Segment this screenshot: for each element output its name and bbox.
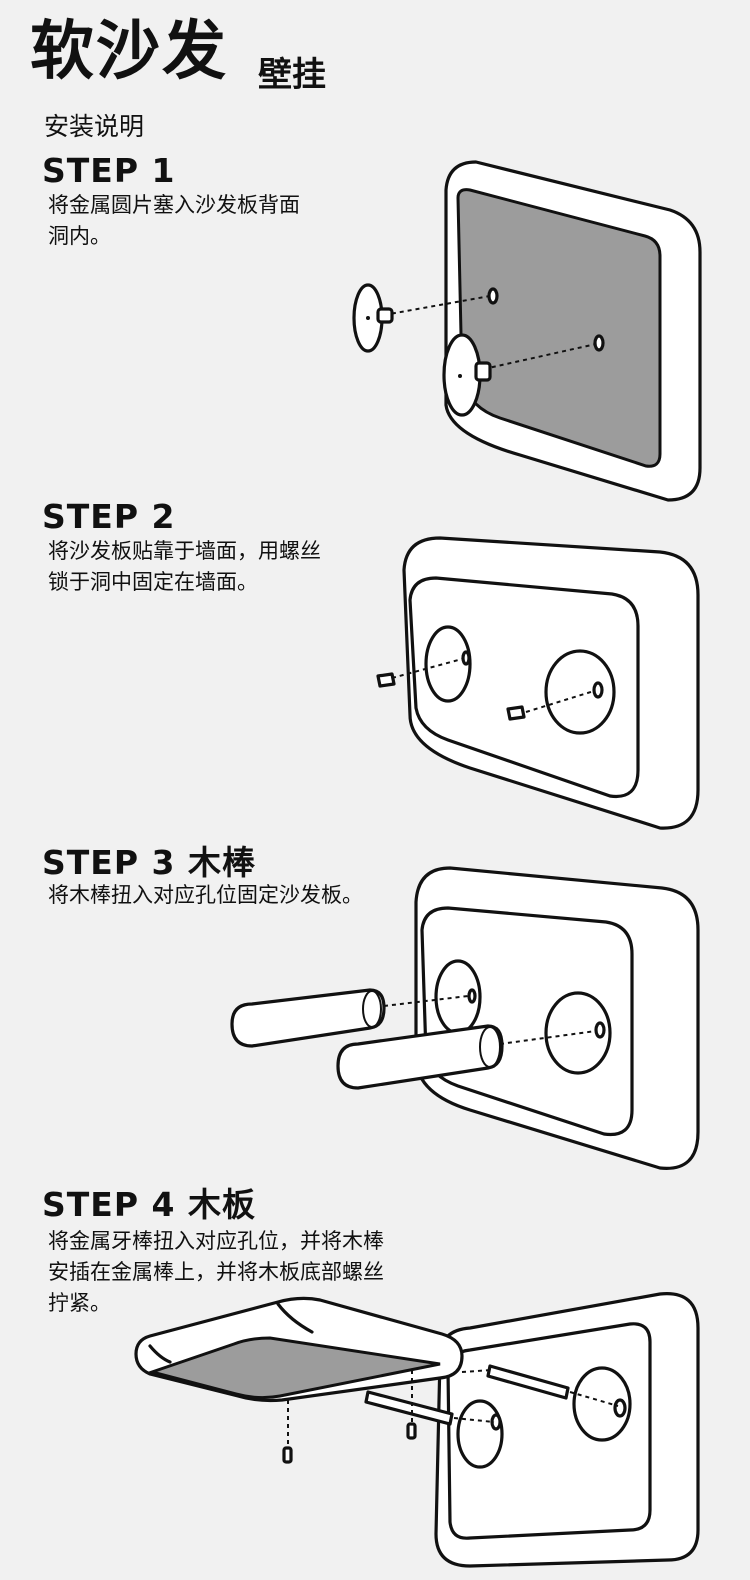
step-4-line-1: 将金属牙棒扭入对应孔位，并将木棒 [48, 1229, 384, 1253]
hole-icon [593, 334, 605, 352]
hole-icon [467, 988, 477, 1004]
shelf-cushion-edge [148, 1302, 314, 1364]
step-1-description: 将金属圆片塞入沙发板背面 洞内。 [48, 190, 300, 252]
screw-icon [376, 672, 396, 688]
wooden-shelf-panel [146, 1336, 441, 1400]
screw-icon [406, 1422, 417, 1440]
hole-icon [461, 650, 471, 666]
hole-icon [594, 1021, 606, 1039]
step-4-heading: STEP 4 木板 [42, 1185, 256, 1224]
page-title: 软沙发 [30, 15, 228, 89]
step-4-description: 将金属牙棒扭入对应孔位，并将木棒 安插在金属棒上，并将木板底部螺丝 拧紧。 [48, 1226, 384, 1319]
metal-disc-stem-icon [376, 307, 394, 324]
step-4-line-2: 安插在金属棒上，并将木板底部螺丝 [48, 1260, 384, 1284]
page-title-suffix: 壁挂 [258, 55, 326, 95]
wooden-stick-icon [230, 988, 386, 1048]
step-1-line-1: 将金属圆片塞入沙发板背面 [48, 193, 300, 217]
step-3-line-1: 将木棒扭入对应孔位固定沙发板。 [48, 883, 363, 907]
step-1-heading: STEP 1 [42, 151, 176, 190]
hole-icon [592, 681, 604, 699]
metal-disc-stem-icon [474, 361, 492, 382]
step-4-line-3: 拧紧。 [48, 1291, 111, 1315]
hole-icon [490, 1413, 502, 1431]
step-1-line-2: 洞内。 [48, 224, 111, 248]
recess-circle [544, 649, 616, 735]
step-2-heading: STEP 2 [42, 497, 176, 536]
metal-rod-icon [364, 1390, 454, 1426]
screw-icon [506, 705, 526, 721]
sofa-board-panel [456, 188, 662, 468]
hole-icon [613, 1398, 627, 1418]
step-3-heading: STEP 3 木棒 [42, 843, 256, 882]
recess-circle [456, 1399, 504, 1469]
wooden-stick-icon [336, 1024, 504, 1090]
step-3-description: 将木棒扭入对应孔位固定沙发板。 [48, 880, 363, 911]
step-2-line-2: 锁于洞中固定在墙面。 [48, 570, 258, 594]
sofa-board-outline [402, 536, 700, 830]
metal-rod-icon [486, 1364, 570, 1400]
recess-circle [424, 625, 472, 703]
recess-circle [544, 991, 612, 1075]
sofa-board-inner-outline [420, 906, 634, 1137]
page-subtitle: 安装说明 [44, 112, 145, 141]
screw-icon [282, 1446, 293, 1464]
sofa-board-outline [434, 1292, 700, 1568]
recess-circle [572, 1366, 632, 1442]
sofa-board-outline [414, 866, 700, 1170]
sofa-board-inner-outline [408, 576, 640, 799]
step-2-line-1: 将沙发板贴靠于墙面，用螺丝 [48, 539, 321, 563]
step-2-description: 将沙发板贴靠于墙面，用螺丝 锁于洞中固定在墙面。 [48, 536, 321, 598]
